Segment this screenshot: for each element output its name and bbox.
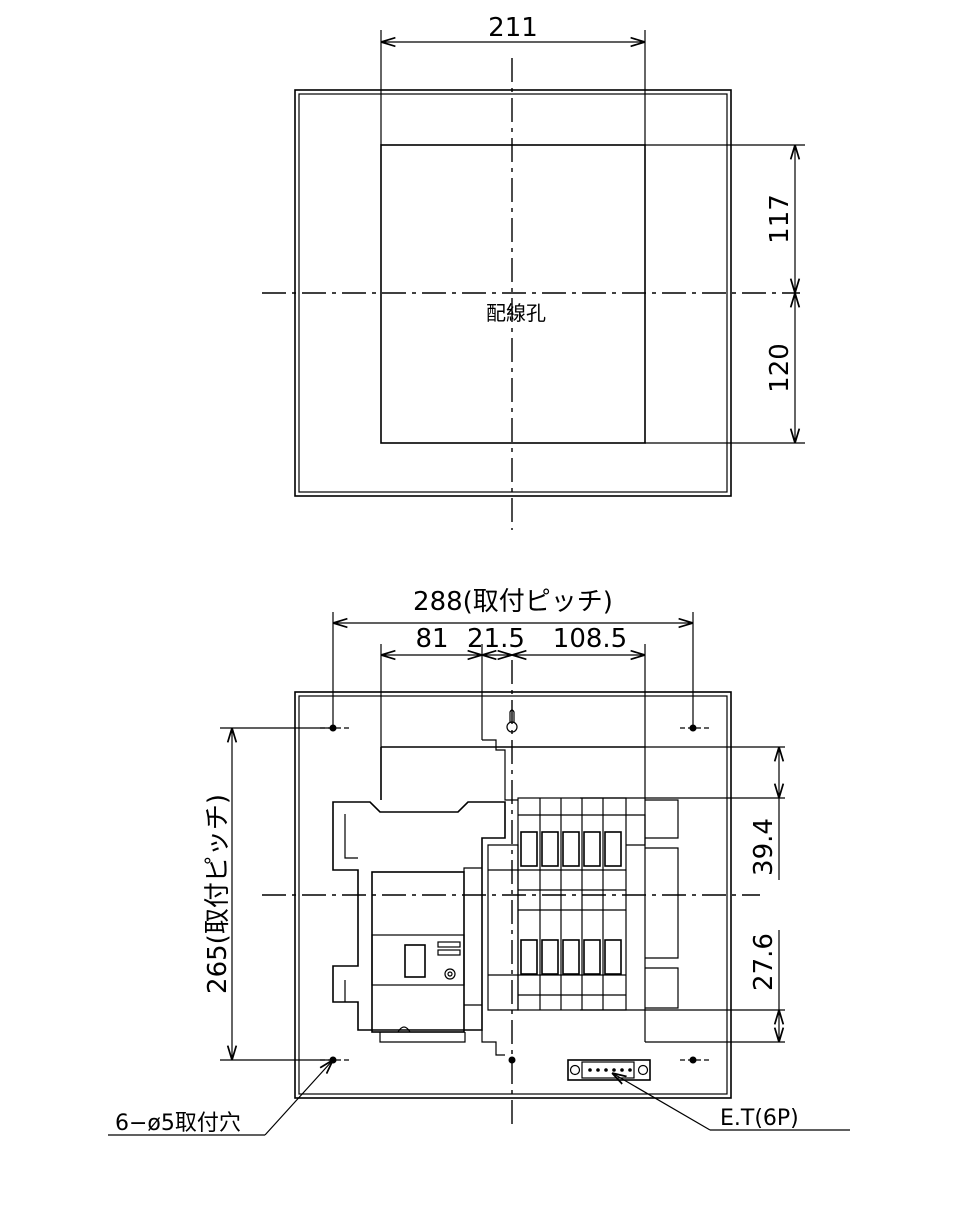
front-view: 288(取付ピッチ) 81 21.5 108.5 265(取付ピッチ) 39.4… xyxy=(108,587,850,1136)
mount-hole xyxy=(320,724,350,732)
breaker-module xyxy=(371,871,465,1033)
top-inner-frame xyxy=(298,93,728,493)
dim-81: 81 xyxy=(415,624,448,654)
wiring-hole xyxy=(380,144,646,444)
dim-39-4: 39.4 xyxy=(749,818,779,876)
mount-hole xyxy=(680,724,710,732)
dim-265-pitch: 265(取付ピッチ) xyxy=(203,794,233,994)
breaker-face xyxy=(371,934,465,986)
terminal-label: E.T(6P) xyxy=(720,1106,799,1131)
keyhole xyxy=(506,709,518,733)
mount-holes-label: 6−ø5取付穴 xyxy=(115,1111,241,1136)
branch-breaker-group xyxy=(517,797,627,1011)
mount-hole xyxy=(680,1056,710,1064)
earth-terminal xyxy=(567,1059,651,1081)
top-view: 211 117 120 配線孔 xyxy=(262,13,805,530)
leader-mount-holes xyxy=(264,1060,333,1136)
dim-117: 117 xyxy=(765,194,795,244)
leader-terminal xyxy=(612,1073,711,1131)
indicator xyxy=(437,941,461,948)
dim-120: 120 xyxy=(765,343,795,393)
breaker-handle xyxy=(404,944,426,978)
indicator xyxy=(437,949,461,956)
dim-108-5: 108.5 xyxy=(553,624,627,654)
wiring-hole-label: 配線孔 xyxy=(486,301,546,325)
front-inner-frame xyxy=(298,695,728,1095)
dim-288-pitch: 288(取付ピッチ) xyxy=(413,587,613,617)
main-breaker-body xyxy=(332,746,645,1031)
mount-hole xyxy=(508,1056,516,1064)
dim-211: 211 xyxy=(488,13,538,43)
branch-breaker-handle xyxy=(520,831,622,975)
test-button xyxy=(444,968,456,980)
mount-hole xyxy=(320,1056,350,1064)
dim-27-6: 27.6 xyxy=(749,933,779,991)
dim-21-5: 21.5 xyxy=(467,624,525,654)
